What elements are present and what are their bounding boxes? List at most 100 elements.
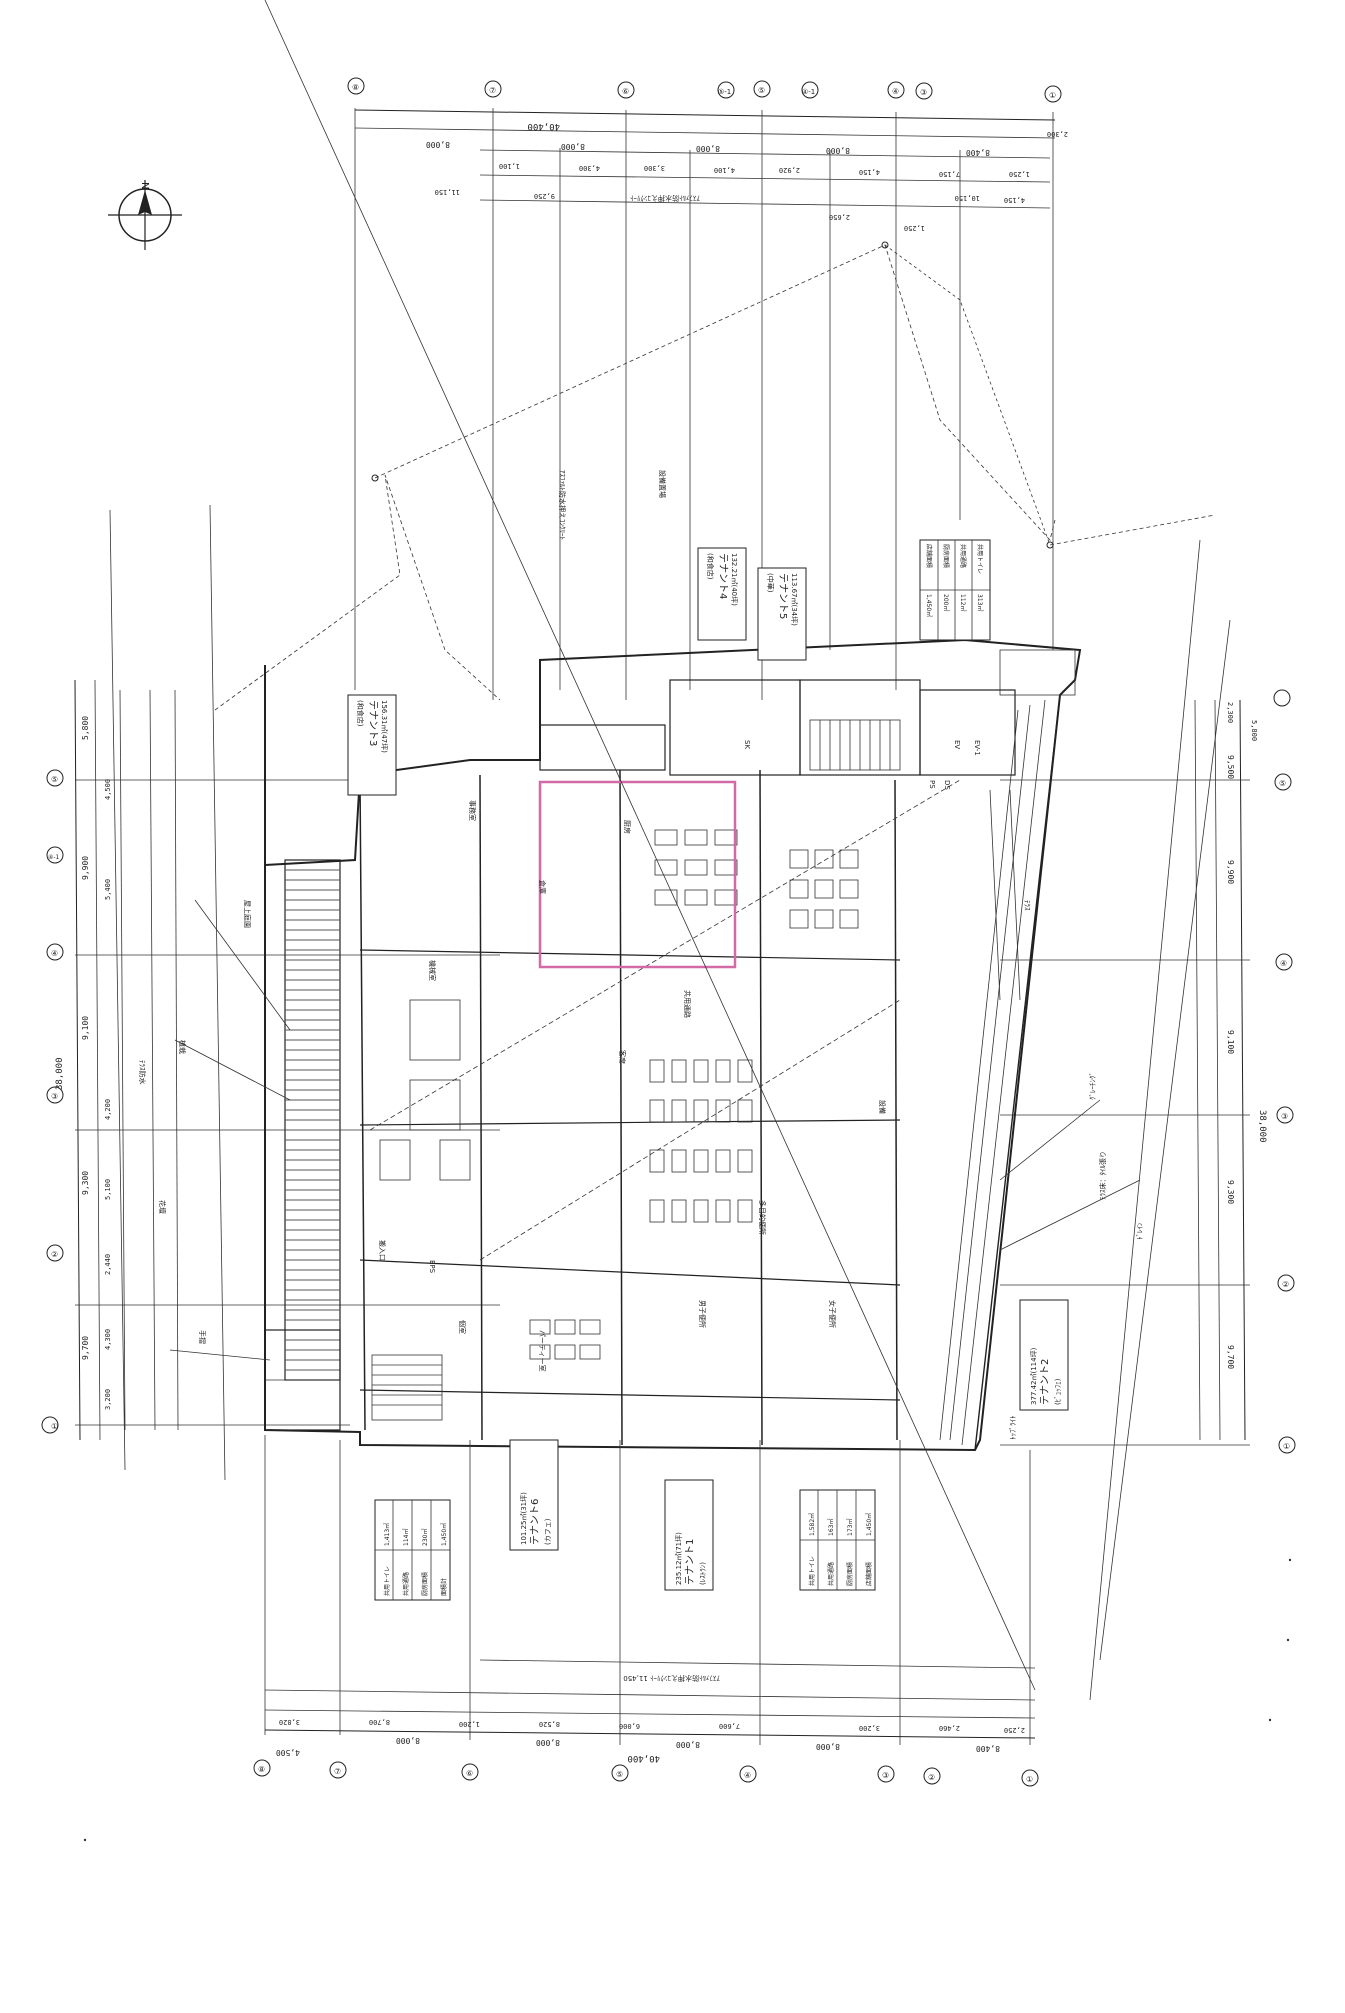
grid-left-3: ③: [51, 1092, 58, 1101]
bl-row4-label: 共用トイレ: [383, 1566, 391, 1596]
grid-top-5: ⑤: [758, 86, 765, 95]
tenant-5-area: 113.67㎡(34坪): [790, 573, 798, 626]
bottom-sub-6: 7,600: [719, 1722, 740, 1730]
top-span-6: 2,300: [1047, 130, 1068, 138]
right-span-4: 9,900: [1226, 860, 1235, 884]
bottom-sub-9: 2,250: [1004, 1726, 1025, 1734]
bottom-sub-2: 8,700: [369, 1718, 390, 1726]
right-span-2: 9,300: [1226, 1180, 1235, 1204]
room-multipurpose-toilet: 多目的便所: [758, 1200, 767, 1235]
room-eps: EPS: [428, 1260, 436, 1274]
grid-top-7: ⑦: [489, 86, 496, 95]
overall-left-dim: 38,000: [55, 1057, 65, 1090]
room-storage: 倉庫: [538, 880, 547, 894]
grid-right-1: ①: [1283, 1442, 1290, 1451]
tenant-2-name: テナント2: [1039, 1359, 1051, 1405]
top-sub-5: 2,920: [779, 166, 800, 174]
grid-right-5: ⑤: [1279, 779, 1286, 788]
roof-outline: [109, 241, 1231, 1701]
north-label: N: [139, 182, 150, 189]
tenant-1-label: テナント1 (ﾚｽﾄﾗﾝ) 235.12㎡(71坪): [664, 1479, 714, 1591]
grid-left-1: ①: [51, 1422, 58, 1431]
note-planting: 植栽: [178, 1040, 187, 1054]
note-equipment-area: 設備置場: [658, 470, 667, 498]
note-asphalt-waterproof: ｱｽﾌｧﾙﾄ防水押えｺﾝｸﾘｰﾄ: [558, 470, 567, 540]
bottom-note: ｱｽﾌｧﾙﾄ防水押えｺﾝｸﾘｰﾄ 11,450: [623, 1674, 720, 1683]
left-sub-6: 5,400: [104, 879, 112, 900]
bottom-sub-4: 8,520: [539, 1720, 560, 1728]
note-flowerbed: 花壇: [158, 1200, 167, 1214]
grid-right-3: ③: [1281, 1112, 1288, 1121]
room-machine: 機械室: [428, 960, 437, 981]
top-span-5: 8,400: [966, 148, 990, 157]
top-sub-8: 1,250: [1009, 170, 1030, 178]
top-dimension-lines: [354, 108, 1056, 700]
tenant-2-label: テナント2 (ﾋﾞｭｯﾌｪ) 377.42㎡(114坪): [1019, 1299, 1069, 1411]
tenant-6-sub: (カフェ): [544, 1518, 552, 1545]
grid-top-8: ⑧: [352, 83, 359, 92]
top-sub-1: 1,100: [499, 162, 520, 170]
overall-right-dim: 38,000: [1257, 1110, 1267, 1143]
bl-row1-value: 1,450㎡: [440, 1523, 448, 1546]
tenant-6-name: テナント6: [529, 1499, 541, 1545]
left-sub-1: 3,200: [104, 1389, 112, 1410]
bl-row3-value: 114㎡: [402, 1529, 410, 1546]
tenant-6-label: テナント6 (カフェ) 101.25㎡(31坪): [509, 1439, 559, 1551]
note-grating: ｸﾞﾚｰﾁﾝｸﾞ: [1089, 1072, 1097, 1100]
tenant-4-name: テナント4: [717, 553, 729, 599]
tr-row1-value: 1,450㎡: [925, 594, 933, 617]
br-row1-value: 1,450㎡: [865, 1513, 873, 1536]
grid-top-1: ①: [1049, 91, 1056, 100]
grid-bottom-4: ④: [744, 1771, 751, 1780]
br-row1-label: 店舗面積: [865, 1562, 873, 1586]
scan-specks: [83, 1558, 1292, 1842]
note-drain: ﾄﾞﾚｲﾝ: [1136, 1222, 1144, 1240]
bottom-span-1: 4,500: [276, 1748, 300, 1757]
tr-row4-label: 共用トイレ: [976, 544, 984, 574]
tr-row3-value: 112㎡: [959, 594, 967, 611]
grid-right-4: ④: [1280, 959, 1287, 968]
grid-bottom-1: ①: [1026, 1775, 1033, 1784]
bl-row3-label: 共用通路: [402, 1572, 410, 1596]
area-table-top-right: 店舗面積 1,450㎡ 厨房面積 200㎡ 共用通路 112㎡ 共用トイレ 31…: [919, 539, 991, 641]
top-sub-2: 4,300: [579, 164, 600, 172]
grid-bottom-2: ②: [928, 1773, 935, 1782]
grid-top: [347, 77, 1062, 103]
bottom-span-5: 8,000: [816, 1742, 840, 1751]
tenant-2-area: 377.42㎡(114坪): [1030, 1347, 1038, 1405]
room-corridor: 共用通路: [683, 990, 692, 1018]
tr-row1-label: 店舗面積: [925, 544, 933, 568]
top-row3-6: 1,250: [904, 224, 925, 232]
top-span-2: 8,000: [561, 142, 585, 151]
grid-bottom-8: ⑧: [258, 1765, 265, 1774]
tenant-3-sub: (和食店): [356, 700, 365, 727]
br-row2-label: 厨房面積: [846, 1562, 854, 1586]
top-note: ｱｽﾌｧﾙﾄ防水押えｺﾝｸﾘｰﾄ: [630, 194, 700, 203]
grid-top-5-1: ⑤-1: [718, 88, 731, 96]
top-row3-3: 10,150: [955, 194, 980, 202]
grid-top-4: ④: [892, 87, 899, 96]
room-loading: 搬入口: [378, 1240, 387, 1261]
room-ev-1: EV-1: [973, 740, 981, 756]
br-row4-value: 1,582㎡: [808, 1513, 816, 1536]
left-span-2: 9,300: [81, 1171, 90, 1195]
tenant-4-area: 132.21㎡(40坪): [730, 553, 738, 606]
right-dimension-lines: [1000, 699, 1250, 1446]
left-sub-7: 4,500: [104, 779, 112, 800]
bottom-sub-1: 3,820: [279, 1718, 300, 1726]
top-sub-6: 4,150: [859, 168, 880, 176]
bl-row2-label: 厨房面積: [421, 1572, 429, 1596]
grid-left-4-1: ④-1: [48, 854, 60, 861]
room-seating: 客席: [618, 1050, 627, 1064]
note-toplight: ﾄｯﾌﾟﾗｲﾄ: [1009, 1416, 1017, 1441]
room-ps: PS: [928, 780, 936, 789]
note-handrail: 手摺: [198, 1330, 207, 1344]
bottom-span-4: 8,000: [676, 1740, 700, 1749]
top-span-3: 8,000: [696, 144, 720, 153]
right-span-5: 9,500: [1226, 755, 1235, 779]
bl-row4-value: 1,413㎡: [383, 1523, 391, 1546]
tenant-2-sub: (ﾋﾞｭｯﾌｪ): [1054, 1378, 1062, 1405]
right-span-3: 9,100: [1226, 1030, 1235, 1054]
room-office: 事務室: [468, 800, 477, 821]
